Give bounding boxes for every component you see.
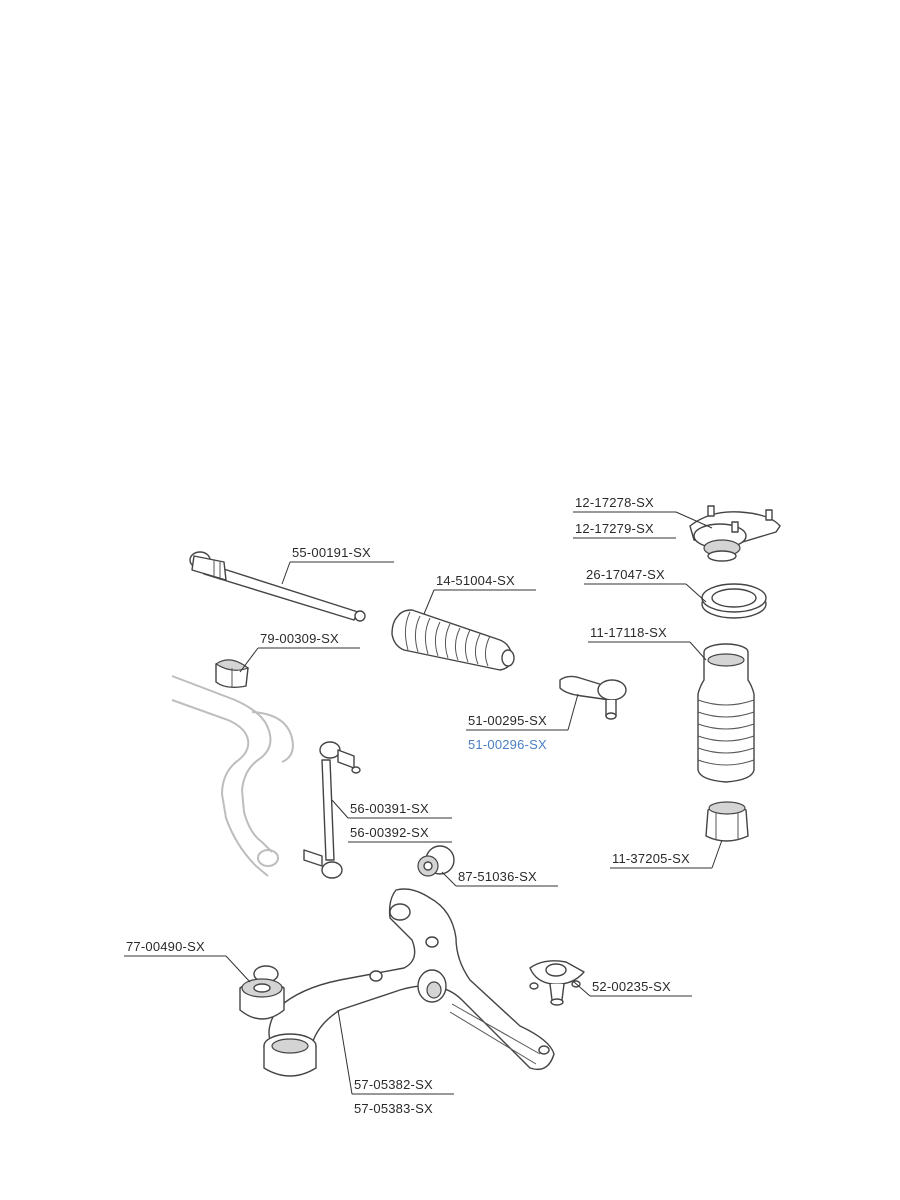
stabilizer-bar — [171, 675, 294, 877]
label-26-17047: 26-17047-SX — [586, 567, 665, 582]
tie-rod-end — [559, 675, 627, 720]
label-57-05382: 57-05382-SX — [354, 1077, 433, 1092]
stabilizer-link — [303, 741, 361, 879]
label-51-00296: 51-00296-SX — [468, 737, 547, 752]
label-52-00235: 52-00235-SX — [592, 979, 671, 994]
label-55-00191: 55-00191-SX — [292, 545, 371, 560]
label-11-37205: 11-37205-SX — [612, 851, 690, 866]
strut-dust-boot — [697, 643, 755, 783]
tie-rod — [189, 551, 366, 622]
label-77-00490: 77-00490-SX — [126, 939, 205, 954]
label-12-17278: 12-17278-SX — [575, 495, 654, 510]
steering-boot — [391, 609, 515, 671]
strut-bearing — [701, 583, 767, 619]
bump-stop — [705, 801, 749, 842]
strut-top-mount — [689, 505, 781, 562]
label-79-00309: 79-00309-SX — [260, 631, 339, 646]
label-56-00391: 56-00391-SX — [350, 801, 429, 816]
label-87-51036: 87-51036-SX — [458, 869, 537, 884]
stabilizer-bushing — [214, 659, 250, 689]
ball-joint — [529, 960, 585, 1006]
label-56-00392: 56-00392-SX — [350, 825, 429, 840]
label-14-51004: 14-51004-SX — [436, 573, 515, 588]
label-12-17279: 12-17279-SX — [575, 521, 654, 536]
arm-front-bushing — [239, 965, 285, 1020]
label-11-17118: 11-17118-SX — [590, 625, 667, 640]
leader-lines — [124, 511, 723, 1095]
label-57-05383: 57-05383-SX — [354, 1101, 433, 1116]
lower-control-arm — [263, 888, 555, 1077]
arm-rear-bushing — [417, 845, 455, 877]
label-51-00295: 51-00295-SX — [468, 713, 547, 728]
